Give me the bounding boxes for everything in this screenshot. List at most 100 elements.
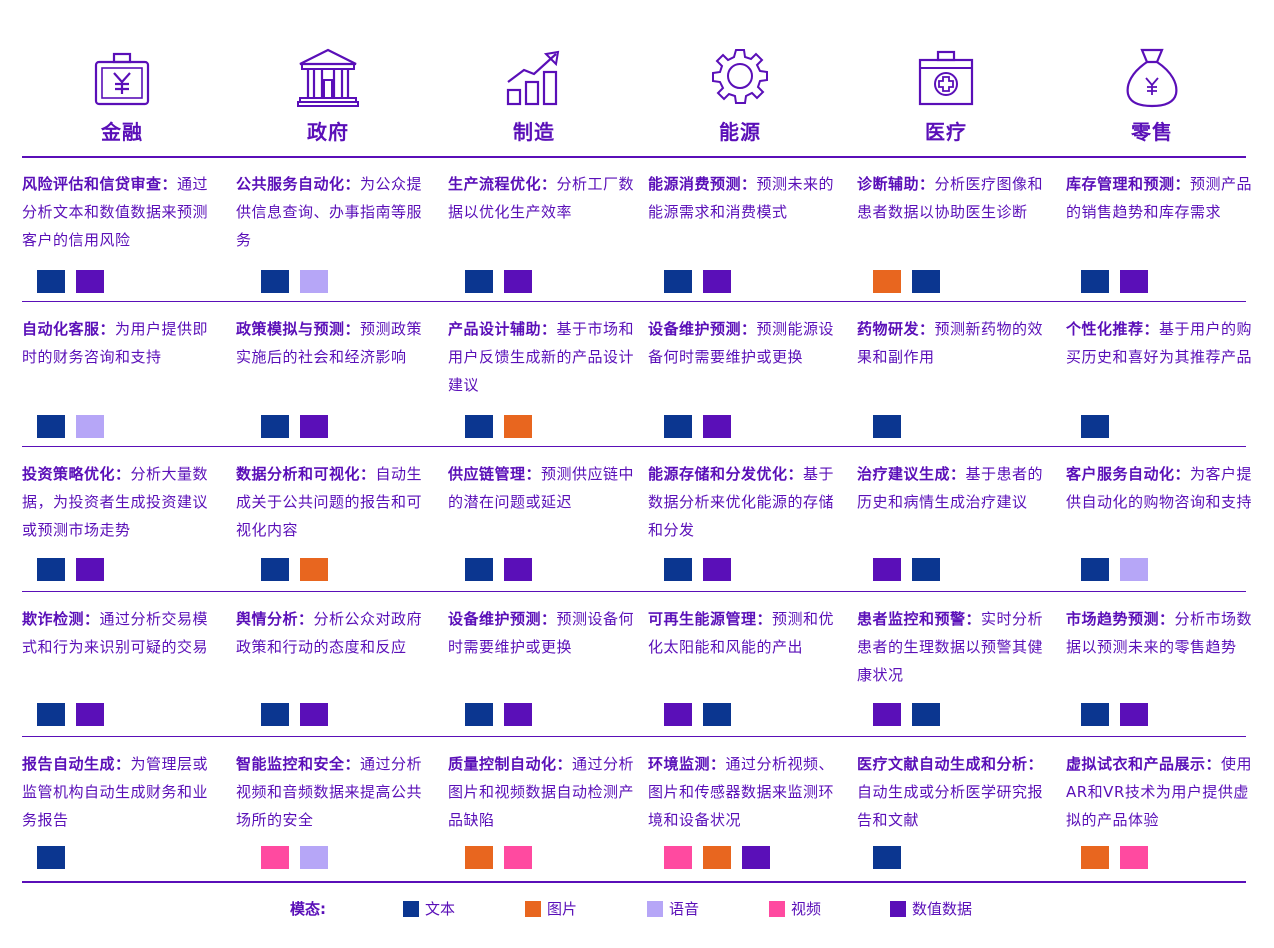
use-case-description: 基于用户的购买历史和喜好为其推荐产品 <box>1066 320 1253 366</box>
use-case-description: 分析市场数据以预测未来的零售趋势 <box>1066 610 1253 656</box>
use-case-cell: 质量控制自动化：通过分析图片和视频数据自动检测产品缺陷 <box>448 750 644 834</box>
modality-marker-numeric <box>76 703 104 726</box>
use-case-description: 通过分析图片和视频数据自动检测产品缺陷 <box>448 755 635 829</box>
header-government: 政府 <box>228 40 428 152</box>
modality-marker-numeric <box>76 270 104 293</box>
modality-marker-numeric <box>76 558 104 581</box>
row-divider <box>22 446 1246 447</box>
header-label: 能源 <box>719 120 761 144</box>
use-case-text: 欺诈检测：通过分析交易模式和行为来识别可疑的交易 <box>22 605 218 661</box>
legend-item-text: 文本 <box>403 898 455 919</box>
modality-markers <box>664 846 770 869</box>
modality-marker-text <box>465 558 493 581</box>
use-case-cell: 能源消费预测：预测未来的能源需求和消费模式 <box>648 170 844 226</box>
use-case-title: 设备维护预测： <box>448 610 557 628</box>
use-case-title: 库存管理和预测： <box>1066 175 1191 193</box>
modality-markers <box>261 703 328 726</box>
legend-item-image: 图片 <box>525 898 577 919</box>
use-case-description: 基于数据分析来优化能源的存储和分发 <box>648 465 835 539</box>
use-case-cell: 可再生能源管理：预测和优化太阳能和风能的产出 <box>648 605 844 661</box>
use-case-text: 供应链管理：预测供应链中的潜在问题或延迟 <box>448 460 644 516</box>
gear-icon <box>712 49 768 104</box>
modality-marker-numeric <box>873 558 901 581</box>
modality-markers <box>1081 415 1109 438</box>
use-case-cell: 公共服务自动化：为公众提供信息查询、办事指南等服务 <box>236 170 432 254</box>
use-case-cell: 产品设计辅助：基于市场和用户反馈生成新的产品设计建议 <box>448 315 644 399</box>
modality-markers <box>664 703 731 726</box>
modality-marker-text <box>912 703 940 726</box>
legend-item-numeric: 数值数据 <box>890 898 972 919</box>
use-case-text: 库存管理和预测：预测产品的销售趋势和库存需求 <box>1066 170 1262 226</box>
use-case-title: 药物研发： <box>857 320 935 338</box>
modality-marker-text <box>37 558 65 581</box>
modality-markers <box>37 415 104 438</box>
use-case-title: 虚拟试衣和产品展示： <box>1066 755 1222 773</box>
modality-marker-text <box>261 415 289 438</box>
header-retail: 零售 <box>1052 40 1252 152</box>
legend-label: 数值数据 <box>912 900 973 918</box>
use-case-title: 供应链管理： <box>448 465 542 483</box>
growth-chart-icon <box>506 50 560 106</box>
modality-markers <box>261 846 328 869</box>
use-case-cell: 生产流程优化：分析工厂数据以优化生产效率 <box>448 170 644 226</box>
use-case-description: 分析工厂数据以优化生产效率 <box>448 175 635 221</box>
use-case-description: 分析公众对政府政策和行动的态度和反应 <box>236 610 423 656</box>
use-case-text: 能源消费预测：预测未来的能源需求和消费模式 <box>648 170 844 226</box>
legend-label: 视频 <box>791 900 822 918</box>
legend-label: 文本 <box>425 900 456 918</box>
header-divider <box>22 156 1246 158</box>
use-case-title: 个性化推荐： <box>1066 320 1160 338</box>
modality-marker-text <box>465 270 493 293</box>
modality-markers <box>37 558 104 581</box>
modality-marker-voice <box>76 415 104 438</box>
modality-marker-numeric <box>664 703 692 726</box>
use-case-text: 设备维护预测：预测设备何时需要维护或更换 <box>448 605 644 661</box>
modality-marker-text <box>261 703 289 726</box>
legend-title: 模态: <box>290 900 326 918</box>
modality-marker-text <box>1081 558 1109 581</box>
modality-marker-text <box>664 558 692 581</box>
use-case-text: 数据分析和可视化：自动生成关于公共问题的报告和可视化内容 <box>236 460 432 544</box>
modality-marker-text <box>465 415 493 438</box>
modality-markers <box>1081 270 1148 293</box>
use-case-text: 市场趋势预测：分析市场数据以预测未来的零售趋势 <box>1066 605 1262 661</box>
use-case-description: 自动生成或分析医学研究报告和文献 <box>857 783 1044 829</box>
use-case-description: 预测新药物的效果和副作用 <box>857 320 1044 366</box>
use-case-cell: 舆情分析：分析公众对政府政策和行动的态度和反应 <box>236 605 432 661</box>
header-label: 金融 <box>101 120 143 144</box>
use-case-title: 公共服务自动化： <box>236 175 361 193</box>
use-case-cell: 能源存储和分发优化：基于数据分析来优化能源的存储和分发 <box>648 460 844 544</box>
use-case-text: 可再生能源管理：预测和优化太阳能和风能的产出 <box>648 605 844 661</box>
modality-marker-numeric <box>300 415 328 438</box>
legend-swatch-numeric <box>890 900 906 917</box>
modality-marker-text <box>465 703 493 726</box>
modality-marker-text <box>873 846 901 869</box>
modality-marker-numeric <box>703 270 731 293</box>
use-case-title: 可再生能源管理： <box>648 610 773 628</box>
use-case-cell: 市场趋势预测：分析市场数据以预测未来的零售趋势 <box>1066 605 1262 661</box>
use-case-description: 分析医疗图像和患者数据以协助医生诊断 <box>857 175 1044 221</box>
use-case-title: 医疗文献自动生成和分析： <box>857 755 1044 773</box>
modality-markers <box>261 558 328 581</box>
medical-kit-icon <box>918 50 974 106</box>
legend-label: 语音 <box>669 900 700 918</box>
modality-marker-numeric <box>1120 703 1148 726</box>
use-case-text: 舆情分析：分析公众对政府政策和行动的态度和反应 <box>236 605 432 661</box>
legend-item-voice: 语音 <box>647 898 699 919</box>
use-case-cell: 患者监控和预警：实时分析患者的生理数据以预警其健康状况 <box>857 605 1053 689</box>
use-case-title: 产品设计辅助： <box>448 320 557 338</box>
header-label: 政府 <box>307 120 349 144</box>
modality-marker-text <box>1081 703 1109 726</box>
modality-marker-image <box>703 846 731 869</box>
modality-markers <box>37 270 104 293</box>
use-case-description: 基于市场和用户反馈生成新的产品设计建议 <box>448 320 635 394</box>
row-divider <box>22 301 1246 302</box>
modality-marker-text <box>873 415 901 438</box>
header-finance: 金融 <box>22 40 222 152</box>
use-case-description: 预测设备何时需要维护或更换 <box>448 610 635 656</box>
modality-markers <box>664 415 731 438</box>
industry-headers: 金融 政府 制造 <box>22 40 1246 152</box>
header-manufacturing: 制造 <box>434 40 634 152</box>
modality-legend: 模态: 文本 图片 语音 视频 数值数据 <box>0 896 1274 924</box>
